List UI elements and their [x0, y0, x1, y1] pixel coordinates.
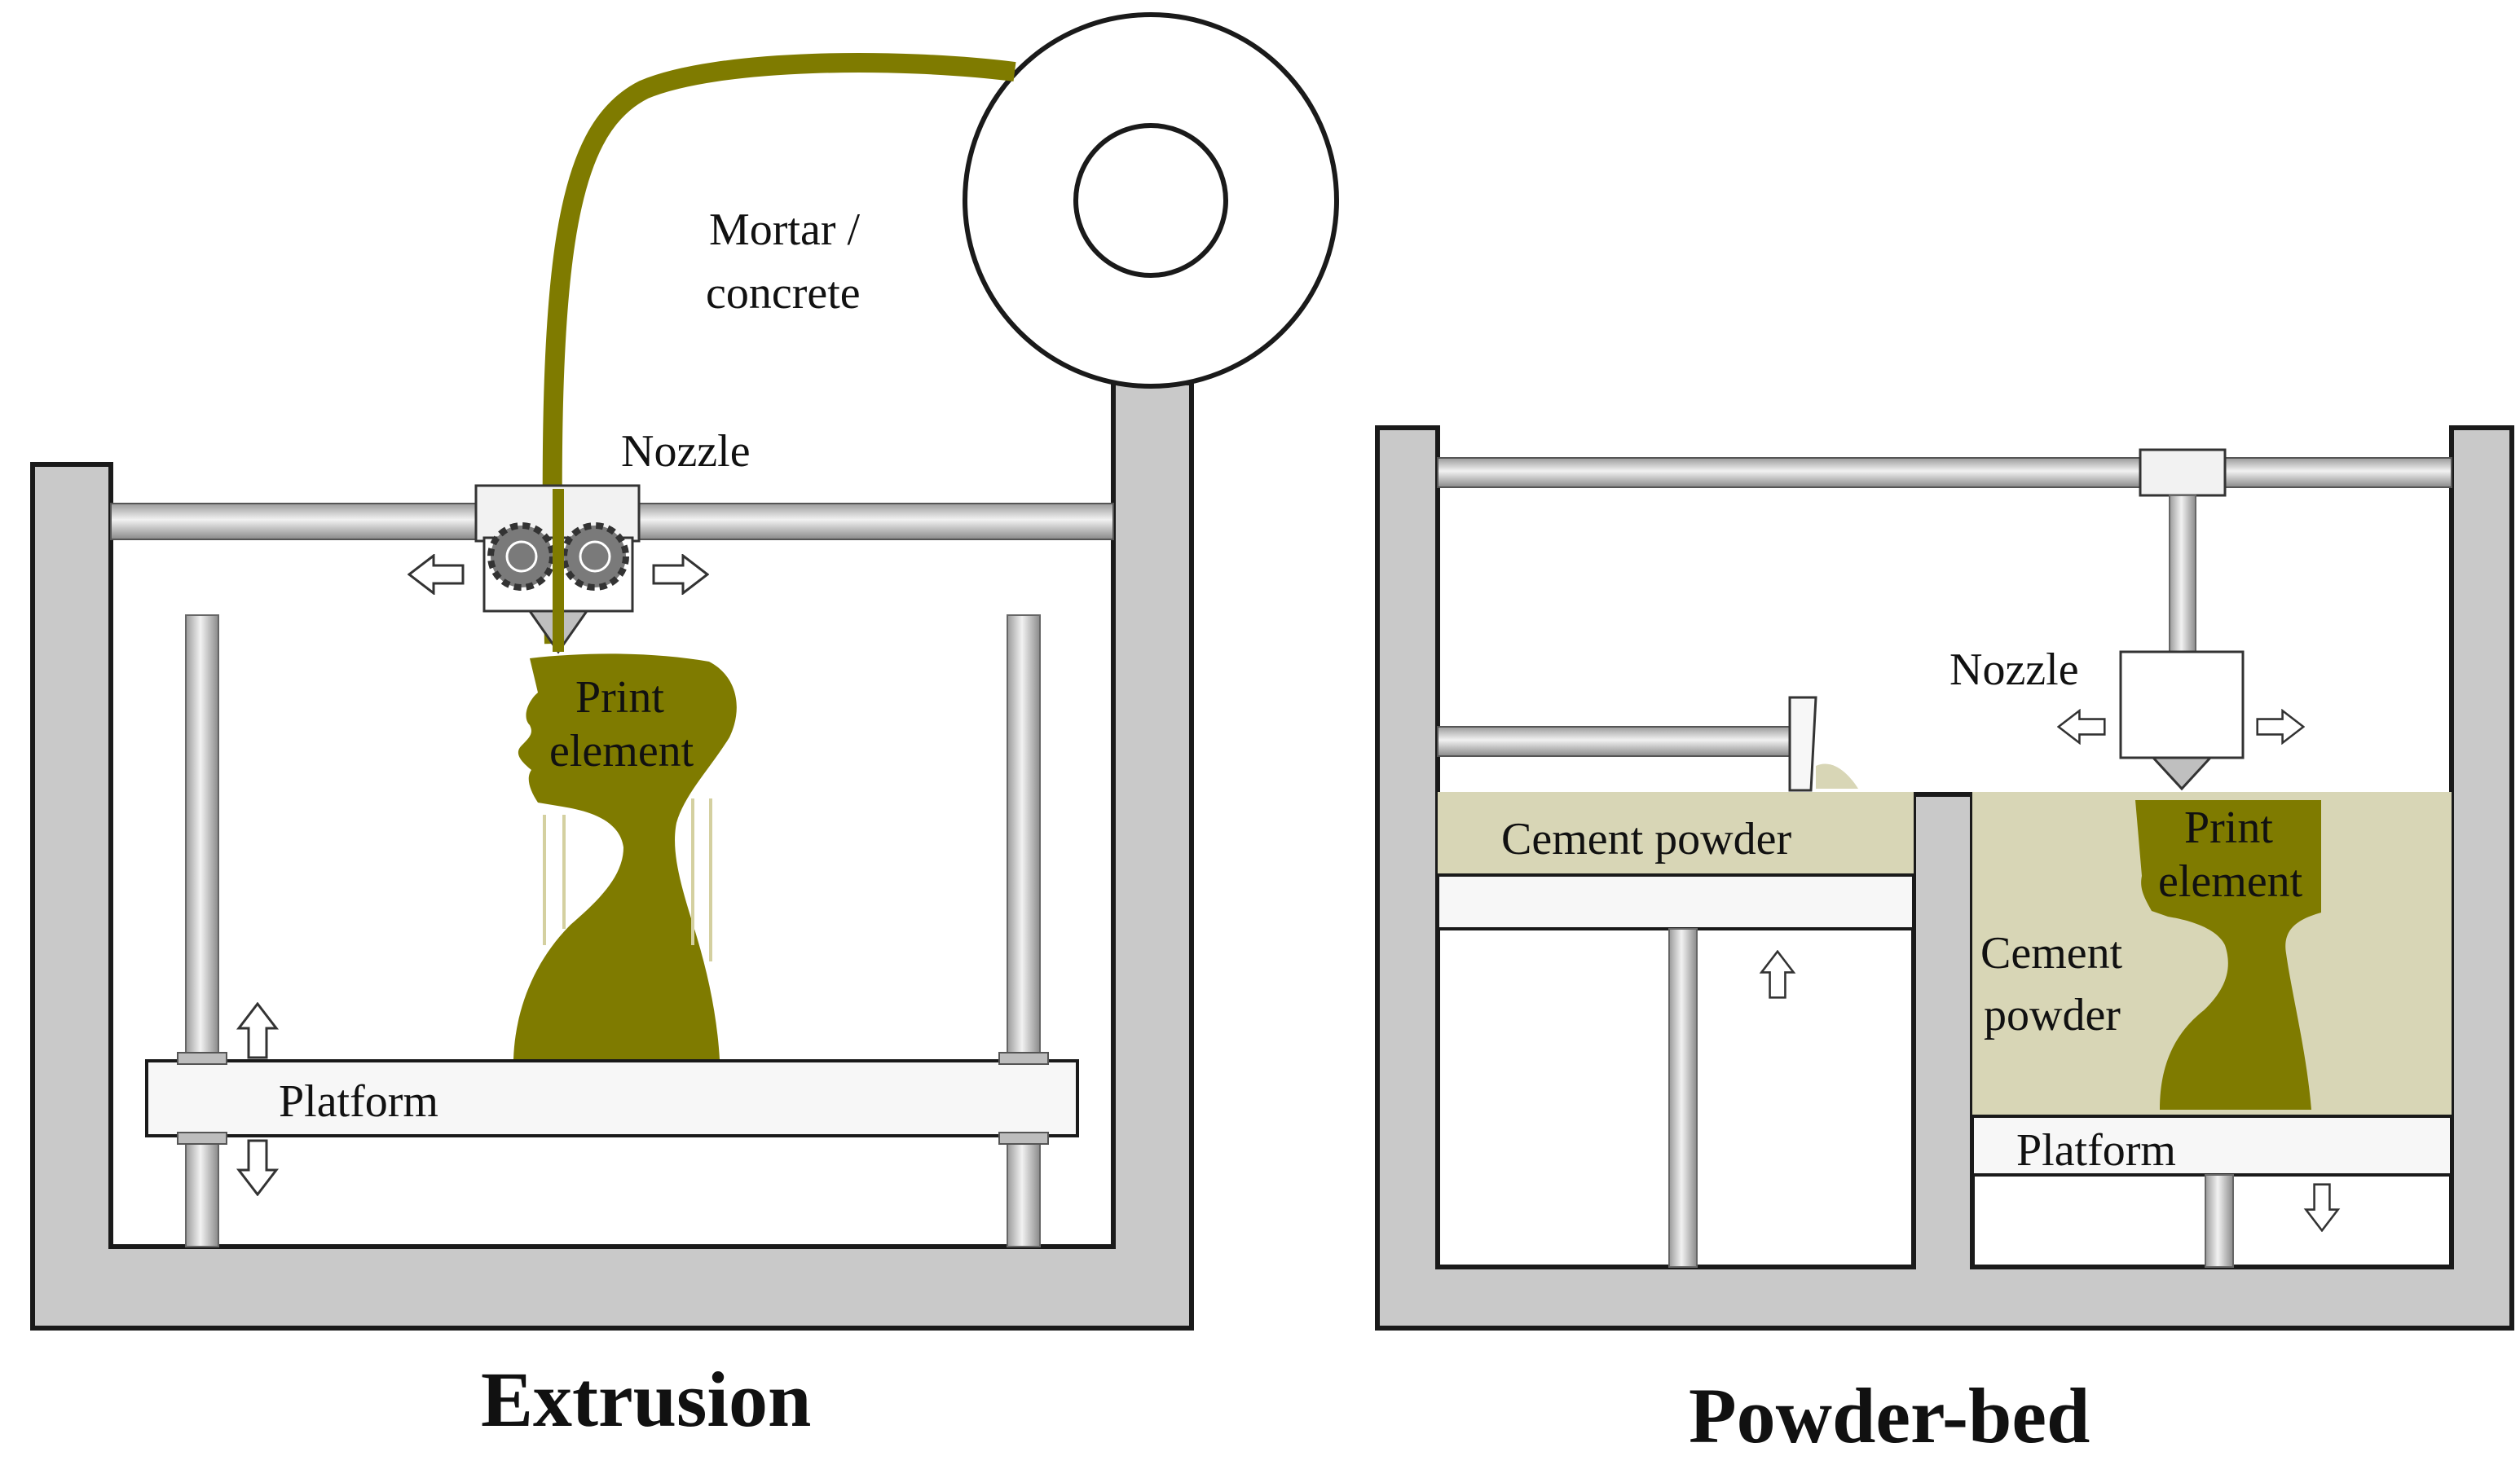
- extrusion-drip-lines: [543, 798, 712, 961]
- extrusion-platform-clamp-right: [998, 1052, 1049, 1065]
- recoater-powder-trail: [1816, 763, 1858, 789]
- build-platform-label: Platform: [2016, 1125, 2176, 1176]
- extrusion-left-rod: [185, 614, 219, 1247]
- arrow-right-icon: [2256, 709, 2305, 745]
- supply-chamber-powder: [1438, 792, 1914, 875]
- arrow-up-icon: [237, 1002, 278, 1059]
- bed-powder-label-line1: Cement: [1980, 928, 2123, 979]
- powder-bed-carriage: [2139, 448, 2227, 497]
- extrusion-nozzle-label: Nozzle: [621, 426, 751, 477]
- powder-bed-title: Powder-bed: [1689, 1372, 2090, 1459]
- supply-powder-label: Cement powder: [1501, 814, 1791, 864]
- supply-piston: [1436, 873, 1915, 930]
- material-label-line2: concrete: [706, 268, 861, 319]
- powder-bed-gantry-rod: [1437, 457, 2452, 488]
- powder-bed-print-element: [2135, 800, 2321, 1110]
- powder-bed-printer: Nozzle Cement powder Cement powder Print…: [1375, 425, 2514, 1459]
- arrow-left-icon: [408, 554, 465, 595]
- arrow-left-icon: [2057, 709, 2106, 745]
- build-platform: [1971, 1115, 2453, 1177]
- arrow-right-icon: [652, 554, 709, 595]
- recoater-rod: [1437, 726, 1794, 757]
- extrusion-print-element: [513, 653, 737, 1059]
- extrusion-platform-label: Platform: [279, 1076, 438, 1127]
- extrusion-element-label-line2: element: [549, 726, 694, 776]
- arrow-down-icon: [237, 1139, 278, 1196]
- powder-bed-element-label-line2: element: [2158, 856, 2303, 907]
- material-label-line1: Mortar /: [709, 205, 861, 255]
- powder-bed-nozzle-label: Nozzle: [1949, 644, 2079, 695]
- powder-bed-nozzle: [2119, 650, 2245, 791]
- bed-powder-label-line2: powder: [1984, 990, 2121, 1040]
- arrow-down-icon: [2304, 1183, 2340, 1232]
- extrusion-feed-line: [542, 53, 1016, 644]
- extrusion-platform-clamp-right-low: [998, 1132, 1049, 1145]
- extrusion-element-label-line1: Print: [575, 672, 664, 723]
- extrusion-platform: [145, 1059, 1079, 1137]
- extrusion-title: Extrusion: [481, 1356, 811, 1443]
- extrusion-nozzle-head: [474, 484, 641, 654]
- spool-icon: [963, 12, 1339, 389]
- extrusion-printer: Mortar / concrete Nozzle Print element P…: [30, 12, 1339, 1443]
- extrusion-platform-clamp-left-low: [177, 1132, 227, 1145]
- arrow-up-icon: [1760, 950, 1795, 999]
- build-piston-rod: [2205, 1174, 2234, 1268]
- gear-icon: [487, 522, 629, 591]
- powder-bed-element-label-line1: Print: [2184, 803, 2273, 853]
- extrusion-platform-clamp-left: [177, 1052, 227, 1065]
- extrusion-right-rod: [1007, 614, 1041, 1247]
- supply-piston-rod: [1668, 928, 1698, 1268]
- recoater-blade: [1788, 696, 1817, 792]
- powder-bed-frame: [1375, 425, 2514, 1331]
- powder-bed-nozzle-rod: [2169, 495, 2196, 653]
